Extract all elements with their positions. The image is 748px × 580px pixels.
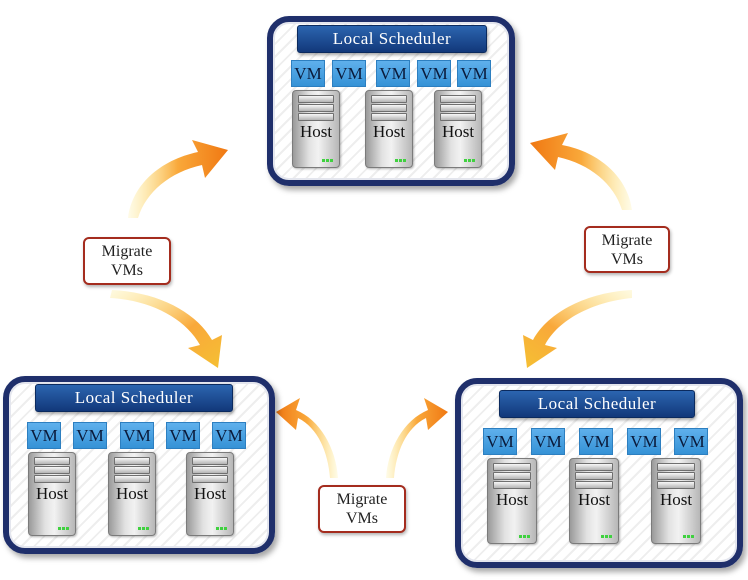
host-server: Host <box>28 452 76 536</box>
migrate-vms-text: Migrate VMs <box>336 491 388 527</box>
migrate-vms-text: Migrate VMs <box>101 243 153 279</box>
vm: VM <box>332 60 366 87</box>
host-server: Host <box>292 90 340 168</box>
host-label: Host <box>193 484 227 503</box>
host-server: Host <box>365 90 413 168</box>
cluster-top: Local Scheduler VM VM VM VM VM Host Host… <box>267 16 515 186</box>
arrow-to-bottom-right <box>523 290 632 368</box>
host-server: Host <box>569 458 619 544</box>
local-scheduler-bottom-right: Local Scheduler <box>499 390 695 418</box>
local-scheduler-bottom-left: Local Scheduler <box>35 384 233 412</box>
host-label: Host <box>35 484 69 503</box>
host-label: Host <box>115 484 149 503</box>
host-server: Host <box>186 452 234 536</box>
host-server: Host <box>108 452 156 536</box>
cluster-bottom-right: Local Scheduler VM VM VM VM VM Host Host… <box>455 378 743 568</box>
vm: VM <box>73 422 107 449</box>
migrate-vms-text: Migrate VMs <box>601 231 653 268</box>
host-label: Host <box>299 122 333 141</box>
vm: VM <box>417 60 451 87</box>
host-label: Host <box>659 490 693 509</box>
migrate-vms-label-left: Migrate VMs <box>83 237 171 285</box>
host-server: Host <box>651 458 701 544</box>
arrow-right-to-top <box>530 133 632 210</box>
vm: VM <box>627 428 661 455</box>
local-scheduler-top: Local Scheduler <box>297 25 487 53</box>
host-label: Host <box>372 122 406 141</box>
vm: VM <box>120 422 154 449</box>
cluster-bottom-left: Local Scheduler VM VM VM VM VM Host Host… <box>3 376 275 554</box>
vm: VM <box>674 428 708 455</box>
vm: VM <box>376 60 410 87</box>
vm: VM <box>27 422 61 449</box>
vm: VM <box>457 60 491 87</box>
vm: VM <box>483 428 517 455</box>
vm: VM <box>212 422 246 449</box>
host-label: Host <box>495 490 529 509</box>
host-label: Host <box>577 490 611 509</box>
vm: VM <box>166 422 200 449</box>
vm: VM <box>579 428 613 455</box>
vm: VM <box>531 428 565 455</box>
vm: VM <box>291 60 325 87</box>
arrow-left-to-top <box>128 140 228 218</box>
host-server: Host <box>434 90 482 168</box>
arrow-bottom-to-right <box>386 398 448 478</box>
migrate-vms-label-bottom: Migrate VMs <box>318 485 406 533</box>
host-server: Host <box>487 458 537 544</box>
arrow-to-bottom-left <box>110 290 222 368</box>
migrate-vms-label-right: Migrate VMs <box>584 226 670 273</box>
arrow-bottom-to-left <box>276 398 338 478</box>
host-label: Host <box>441 122 475 141</box>
